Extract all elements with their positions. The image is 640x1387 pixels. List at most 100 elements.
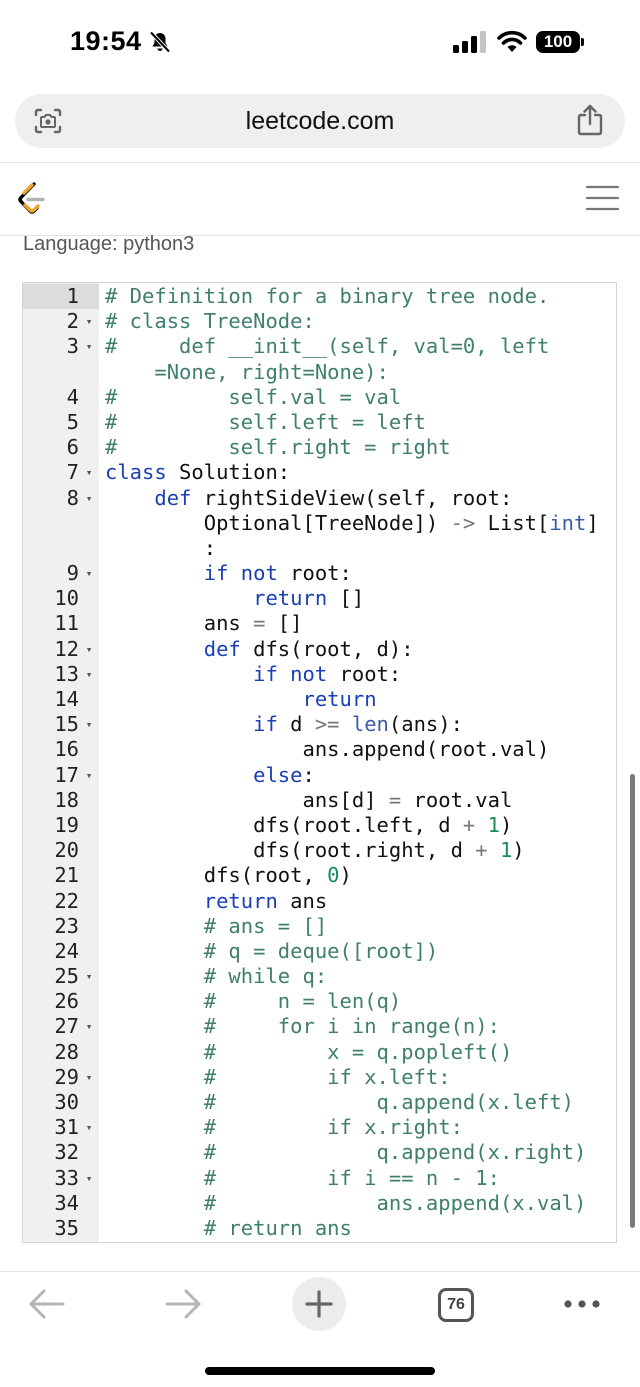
code-line[interactable]: 12▾ def dfs(root, d): xyxy=(23,637,616,662)
code-text: # self.right = right xyxy=(105,435,451,460)
header-divider-top xyxy=(0,162,640,163)
fold-toggle-icon[interactable]: ▾ xyxy=(85,642,93,656)
url-text[interactable]: leetcode.com xyxy=(245,107,395,135)
line-number: 4 xyxy=(66,384,79,409)
code-line[interactable]: 22 return ans xyxy=(23,889,616,914)
code-line[interactable]: 33▾ # if i == n - 1: xyxy=(23,1166,616,1191)
code-line[interactable]: 32 # q.append(x.right) xyxy=(23,1140,616,1165)
code-line[interactable]: 11 ans = [] xyxy=(23,611,616,636)
code-line[interactable]: 6 # self.right = right xyxy=(23,435,616,460)
code-token: [] xyxy=(265,611,303,636)
hamburger-menu-icon[interactable] xyxy=(586,184,619,212)
code-line[interactable]: 2▾# class TreeNode: xyxy=(23,309,616,334)
tabs-icon[interactable]: 76 xyxy=(438,1288,474,1322)
code-text: # if i == n - 1: xyxy=(105,1166,500,1191)
code-line[interactable]: 35 # return ans xyxy=(23,1216,616,1241)
code-line[interactable]: 30 # q.append(x.left) xyxy=(23,1090,616,1115)
fold-toggle-icon[interactable]: ▾ xyxy=(85,491,93,505)
code-text: # def __init__(self, val=0, left xyxy=(105,334,549,359)
code-line[interactable]: 19 dfs(root.left, d + 1) xyxy=(23,813,616,838)
line-number: 6 xyxy=(66,435,79,460)
address-bar[interactable]: leetcode.com xyxy=(15,94,625,148)
code-line[interactable]: 4# self.val = val xyxy=(23,385,616,410)
fold-toggle-icon[interactable]: ▾ xyxy=(85,466,93,480)
code-line[interactable]: =None, right=None): xyxy=(23,360,616,385)
code-line[interactable]: 5# self.left = left xyxy=(23,410,616,435)
code-line[interactable]: 3▾# def __init__(self, val=0, left xyxy=(23,334,616,359)
code-token: def xyxy=(203,636,241,661)
code-text: return [] xyxy=(105,586,364,611)
code-token: len xyxy=(351,712,389,737)
code-token: rightSideView(self, root: xyxy=(191,485,513,510)
code-token: # for i in range(n): xyxy=(203,1014,500,1039)
code-line[interactable]: 24 # q = deque([root]) xyxy=(23,939,616,964)
code-token: def xyxy=(154,485,192,510)
code-line[interactable]: 15▾ if d >= len(ans): xyxy=(23,712,616,737)
line-number: 34 xyxy=(54,1190,79,1215)
code-token: ans xyxy=(277,888,328,913)
fold-toggle-icon[interactable]: ▾ xyxy=(85,768,93,782)
line-number: 20 xyxy=(54,838,79,863)
code-line[interactable]: 17▾ else: xyxy=(23,763,616,788)
code-line[interactable]: 9▾ if not root: xyxy=(23,561,616,586)
fold-toggle-icon[interactable]: ▾ xyxy=(85,718,93,732)
code-token xyxy=(105,889,204,913)
leetcode-logo-icon[interactable] xyxy=(16,181,48,217)
new-tab-button[interactable] xyxy=(292,1277,346,1331)
fold-toggle-icon[interactable]: ▾ xyxy=(85,1121,93,1135)
fold-toggle-icon[interactable]: ▾ xyxy=(85,1171,93,1185)
code-line[interactable]: 16 ans.append(root.val) xyxy=(23,737,616,762)
code-line[interactable]: 26 # n = len(q) xyxy=(23,989,616,1014)
code-line[interactable]: 18 ans[d] = root.val xyxy=(23,788,616,813)
code-token xyxy=(105,1065,204,1089)
code-line[interactable]: 7▾class Solution: xyxy=(23,460,616,485)
fold-toggle-icon[interactable]: ▾ xyxy=(85,567,93,581)
share-icon[interactable] xyxy=(576,104,604,136)
fold-toggle-icon[interactable]: ▾ xyxy=(85,315,93,329)
line-number: 35 xyxy=(54,1215,79,1240)
camera-search-icon[interactable] xyxy=(33,107,63,135)
code-text: if not root: xyxy=(105,662,401,687)
code-text: dfs(root.left, d + 1) xyxy=(105,813,512,838)
back-arrow-icon[interactable] xyxy=(28,1287,66,1321)
code-token: d xyxy=(277,712,315,737)
code-line[interactable]: 27▾ # for i in range(n): xyxy=(23,1014,616,1039)
code-line[interactable]: 14 return xyxy=(23,687,616,712)
code-line[interactable]: 1# Definition for a binary tree node. xyxy=(23,284,616,309)
code-line[interactable]: 13▾ if not root: xyxy=(23,662,616,687)
code-line[interactable]: 25▾ # while q: xyxy=(23,964,616,989)
code-line[interactable]: 29▾ # if x.left: xyxy=(23,1065,616,1090)
line-number: 12 xyxy=(54,636,79,661)
code-text: # ans.append(x.val) xyxy=(105,1191,587,1216)
code-line[interactable]: 34 # ans.append(x.val) xyxy=(23,1191,616,1216)
code-text: # q.append(x.right) xyxy=(105,1140,587,1165)
code-token: ans.append(root.val) xyxy=(105,737,550,762)
code-line[interactable]: 31▾ # if x.right: xyxy=(23,1115,616,1140)
code-token: 1 xyxy=(499,838,513,863)
code-editor[interactable]: 1# Definition for a binary tree node.2▾#… xyxy=(22,282,617,1243)
code-token: # return ans xyxy=(203,1215,352,1240)
code-token xyxy=(105,1216,204,1240)
fold-toggle-icon[interactable]: ▾ xyxy=(85,1020,93,1034)
code-line[interactable]: Optional[TreeNode]) -> List[int] xyxy=(23,511,616,536)
code-line[interactable]: 20 dfs(root.right, d + 1) xyxy=(23,838,616,863)
code-line[interactable]: 28 # x = q.popleft() xyxy=(23,1040,616,1065)
code-text: return ans xyxy=(105,889,327,914)
more-dots-icon[interactable] xyxy=(563,1299,601,1309)
page-scrollbar[interactable] xyxy=(630,774,635,1228)
fold-toggle-icon[interactable]: ▾ xyxy=(85,1070,93,1084)
code-token: # q.append(x.left) xyxy=(203,1090,575,1114)
code-line[interactable]: 10 return [] xyxy=(23,586,616,611)
code-token: Solution: xyxy=(166,460,291,485)
code-token: # if x.left: xyxy=(203,1064,451,1089)
fold-toggle-icon[interactable]: ▾ xyxy=(85,667,93,681)
code-line[interactable]: 23 # ans = [] xyxy=(23,914,616,939)
code-text: ans = [] xyxy=(105,611,303,636)
fold-toggle-icon[interactable]: ▾ xyxy=(85,970,93,984)
code-line[interactable]: 21 dfs(root, 0) xyxy=(23,863,616,888)
code-line[interactable]: 8▾ def rightSideView(self, root: xyxy=(23,486,616,511)
forward-arrow-icon[interactable] xyxy=(164,1287,202,1321)
fold-toggle-icon[interactable]: ▾ xyxy=(85,340,93,354)
code-text: dfs(root.right, d + 1) xyxy=(105,838,525,863)
code-line[interactable]: : xyxy=(23,536,616,561)
